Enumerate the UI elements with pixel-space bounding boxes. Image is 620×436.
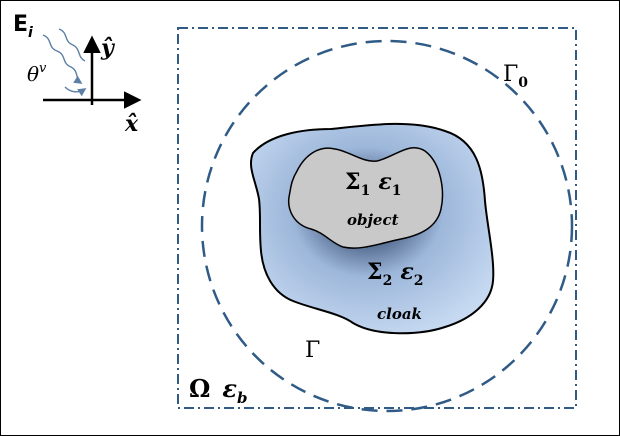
x-axis-label: x̂ [124,111,139,137]
domain-boundary [177,27,577,409]
cloak-boundary-label: Γ [305,338,320,363]
outer-boundary-label: Γ0 [503,62,528,91]
incident-wave-arrow-2 [58,28,86,62]
angle-label: θv [27,61,47,86]
incident-field-label: Ei [13,12,33,41]
object-region [287,147,444,249]
cloak-label: cloak [377,305,422,323]
outer-dashed-circle [200,39,574,413]
angle-arc [64,86,87,97]
y-axis-label: ŷ [100,35,116,61]
object-label: object [347,211,399,229]
incident-wave-arrow-1 [42,34,83,84]
